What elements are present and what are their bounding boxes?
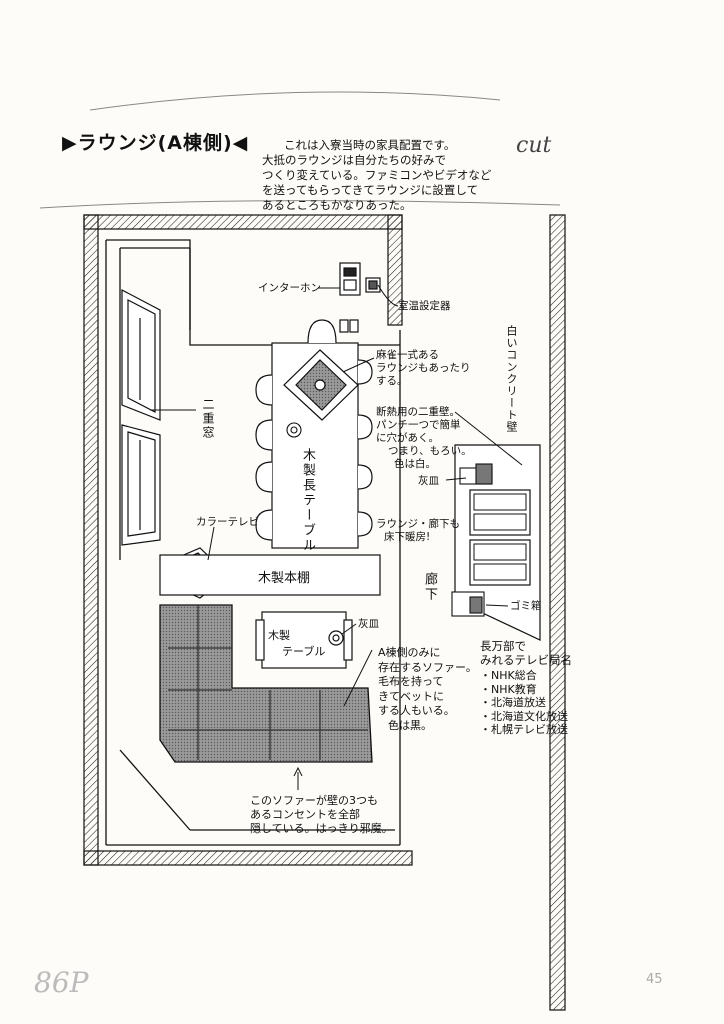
insulated-line: 断熱用の二重壁。: [376, 406, 460, 418]
tv-station-item: ・NHK総合: [480, 669, 537, 682]
sofa-line: 毛布を持って: [378, 675, 444, 688]
sofa-bottom-note: このソファーが壁の3つも あるコンセントを全部 隠している。はっきり邪魔。: [250, 794, 393, 836]
intro-line: これは入寮当時の家具配置です。: [284, 138, 456, 152]
sofa-line: きてベットに: [378, 689, 444, 703]
intro-note: これは入寮当時の家具配置です。 大抵のラウンジは自分たちの好みで つくり変えてい…: [262, 138, 512, 213]
low-table-label: 木製 テーブル: [268, 628, 325, 660]
mahjong-line: する。: [376, 375, 408, 387]
sofa-line: 存在するソファー。: [378, 660, 477, 674]
tv-station-item: ・北海道文化放送: [480, 709, 568, 723]
intro-line: あるところもかなりあった。: [262, 198, 412, 212]
corridor-ashtray-icon: [459, 463, 493, 485]
insulated-line: パンチ一つで簡単: [376, 419, 461, 431]
double-window-label: 二重窓: [201, 398, 215, 440]
intercom-label: インターホン: [258, 282, 321, 294]
floor-heating-line: 床下暖房!: [384, 531, 431, 543]
long-table-label: 木製長テーブル: [300, 448, 315, 553]
insulated-wall-note: 断熱用の二重壁。 パンチ一つで簡単 に穴があく。 つまり、もろい。 色は白。: [376, 406, 472, 471]
intro-line: を送ってもらってきてラウンジに設置して: [262, 183, 479, 197]
decor-swoosh-top: [89, 91, 501, 111]
cut-mark: cut: [516, 133, 552, 158]
corridor-label: 廊下: [422, 572, 437, 602]
insulated-line: つまり、もろい。: [388, 445, 472, 457]
table-ashtray-label: 灰皿: [358, 618, 379, 630]
low-table-line: 木製: [268, 629, 290, 642]
tv-station-item: ・NHK教育: [480, 682, 537, 696]
sofa-bottom-line: あるコンセントを全部: [250, 808, 360, 821]
sofa-line: A棟側のみに: [378, 646, 441, 659]
tv-station-item: ・札幌テレビ放送: [480, 723, 568, 736]
intro-line: つくり変えている。ファミコンやビデオなど: [262, 168, 492, 182]
bookshelf-label: 木製本棚: [258, 571, 311, 586]
sofa-line: する人もいる。: [378, 704, 455, 717]
tv-station-list: 長万部で みれるテレビ局名 ・NHK総合 ・NHK教育 ・北海道放送 ・北海道文…: [480, 639, 572, 737]
l-shaped-sofa: [159, 604, 373, 763]
page-number-left: 86P: [34, 966, 89, 999]
leader-lines: [150, 284, 523, 790]
bookshelf: [159, 554, 381, 596]
mahjong-line: ラウンジもあったり: [376, 362, 471, 374]
trash-label: ゴミ箱: [510, 600, 542, 612]
tv-heading: 長万部で: [480, 639, 526, 653]
ashtray-on-table-icon: [286, 422, 302, 438]
trash-bin-icon: [451, 591, 485, 617]
page-title: ▶ラウンジ(A棟側)◀: [62, 132, 249, 154]
room-outer-wall: [83, 214, 413, 866]
page-number-right: 45: [646, 972, 663, 987]
insulated-line: に穴があく。: [376, 432, 439, 444]
color-tv-label: カラーテレビ: [196, 516, 259, 528]
tv-station-item: ・北海道放送: [480, 696, 546, 709]
mahjong-line: 麻雀一式ある: [376, 349, 439, 361]
mahjong-note: 麻雀一式ある ラウンジもあったり する。: [376, 349, 471, 388]
corridor-wall: [454, 214, 566, 1011]
insulated-line: 色は白。: [394, 458, 436, 470]
concrete-wall-label: 白いコンクリート壁: [505, 325, 518, 433]
sofa-bottom-line: このソファーが壁の3つも: [250, 794, 378, 807]
tv-heading: みれるテレビ局名: [480, 652, 572, 667]
floor-heating-note: ラウンジ・廊下も 床下暖房!: [376, 518, 460, 544]
thermostat-label: 室温設定器: [398, 300, 451, 312]
sofa-bottom-line: 隠している。はっきり邪魔。: [250, 822, 393, 835]
mahjong-set-icon: [283, 349, 359, 421]
intercom-phone: [339, 262, 381, 333]
low-table-line: テーブル: [282, 645, 326, 658]
floor-heating-line: ラウンジ・廊下も: [376, 518, 460, 530]
corridor-ashtray-label: 灰皿: [418, 475, 439, 487]
double-window: [121, 289, 161, 546]
intro-line: 大抵のラウンジは自分たちの好みで: [262, 153, 446, 167]
sofa-line: 色は黒。: [388, 718, 432, 732]
low-table: [255, 611, 353, 669]
sofa-note: A棟側のみに 存在するソファー。 毛布を持って きてベットに する人もいる。 色…: [378, 646, 477, 733]
decor-swoosh-mid: [39, 200, 561, 209]
